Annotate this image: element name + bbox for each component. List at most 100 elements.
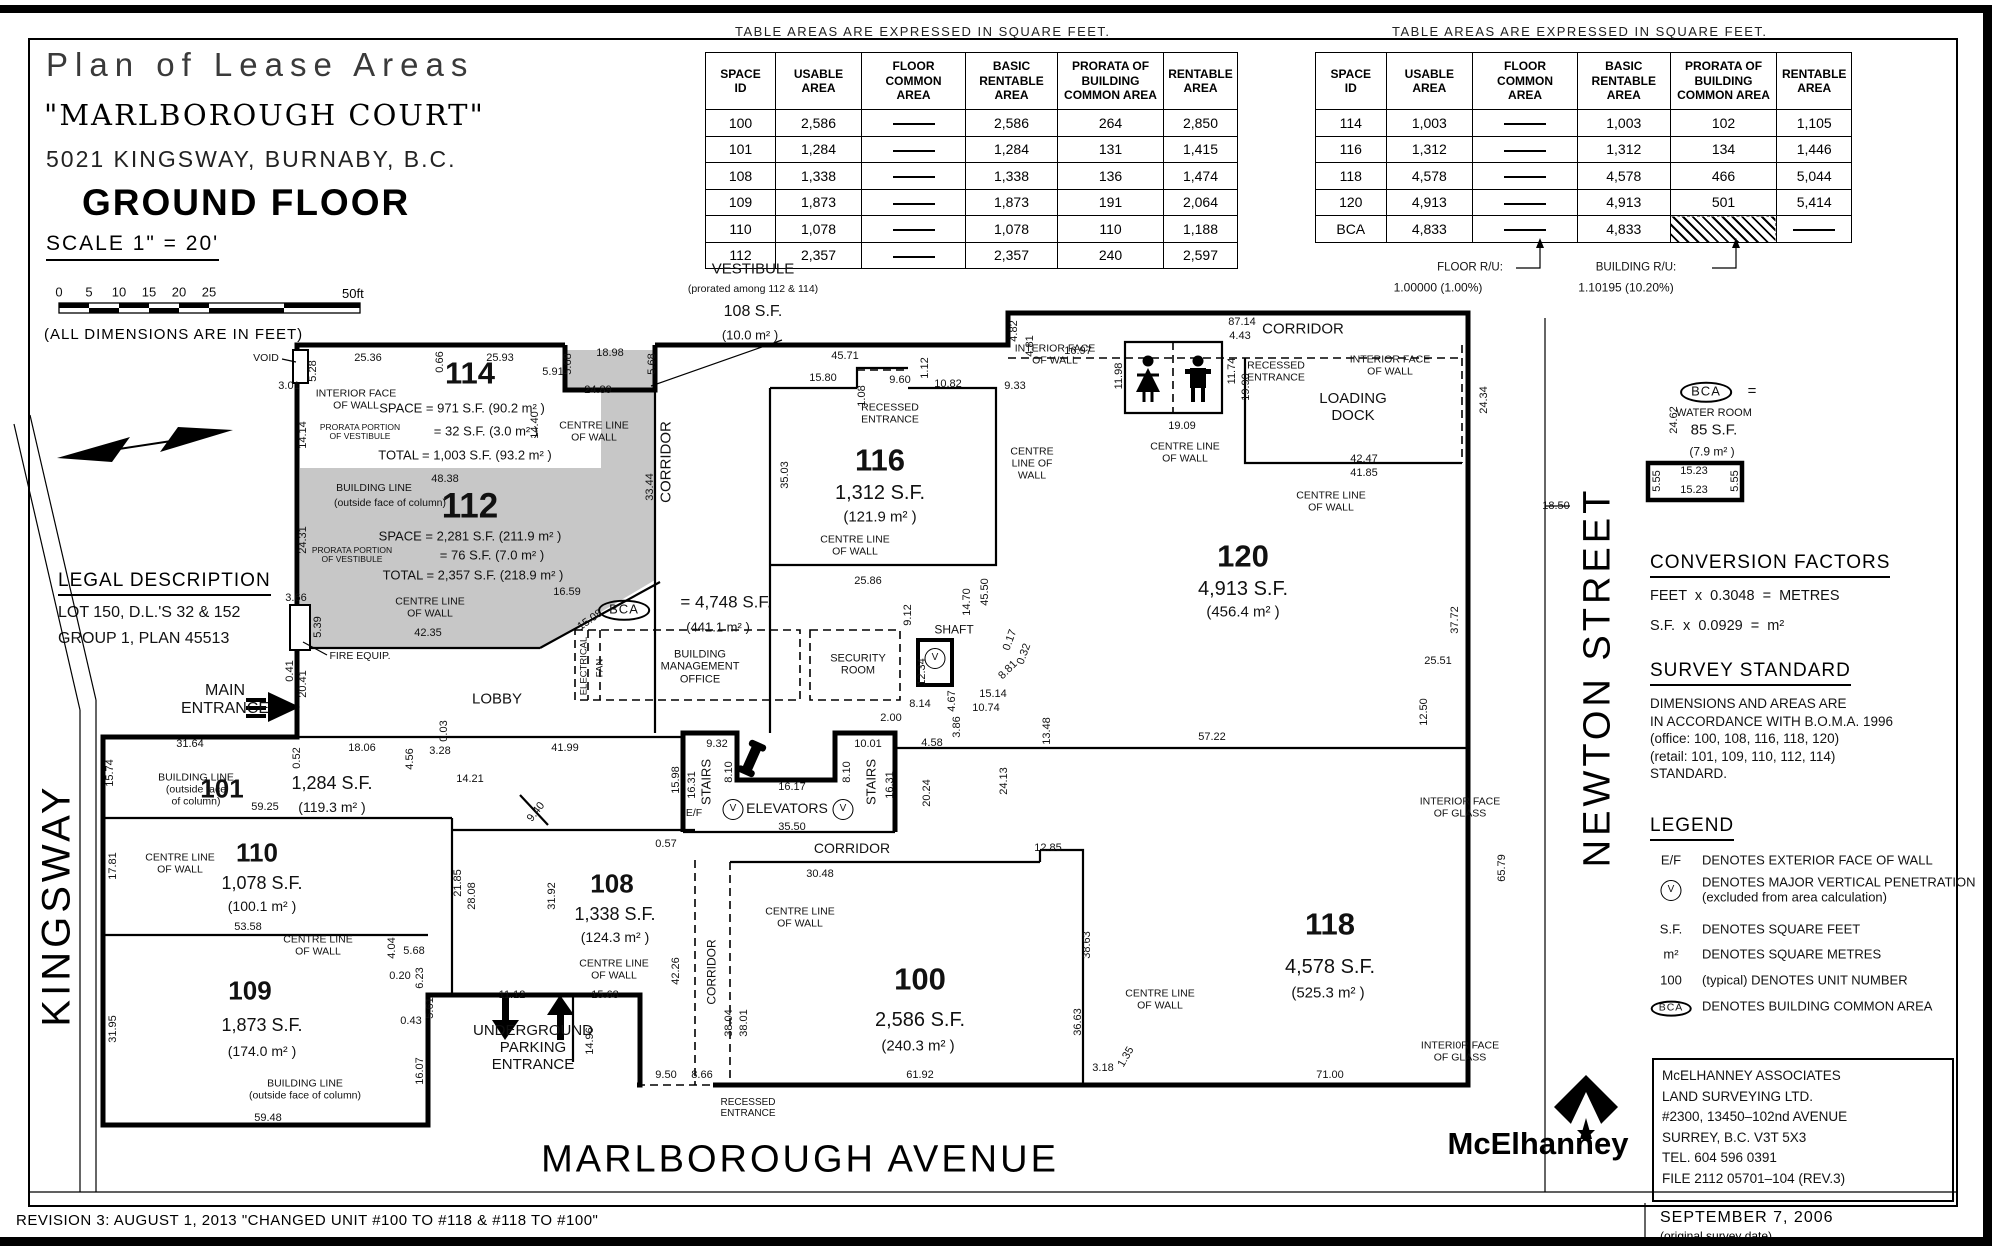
column-header: PRORATA OF BUILDING COMMON AREA xyxy=(1669,52,1778,110)
column-header: FLOOR COMMON AREA xyxy=(1472,52,1578,110)
dimension-label: 9.50 xyxy=(655,1069,677,1081)
legend-text: DENOTES BUILDING COMMON AREA xyxy=(1702,998,1933,1014)
dimension-label: 15.14 xyxy=(979,688,1007,700)
table-cell xyxy=(1669,215,1778,243)
table-cell xyxy=(1776,215,1852,243)
conversion-title: CONVERSION FACTORS xyxy=(1650,552,1891,578)
dimension-label: 1.08 xyxy=(856,385,868,407)
table-cell: 191 xyxy=(1057,188,1164,216)
table-cell: 109 xyxy=(705,188,776,216)
top-border xyxy=(0,5,1992,13)
dimension-label: 42.26 xyxy=(670,957,682,985)
dimension-label: 4.04 xyxy=(386,937,398,959)
plan-label: (174.0 m² ) xyxy=(227,1043,297,1060)
plan-label: 85 S.F. xyxy=(1690,421,1738,439)
plan-label: (10.0 m² ) xyxy=(721,327,779,343)
column-header: USABLE AREA xyxy=(775,52,862,110)
scale-tick-label: 10 xyxy=(111,284,127,300)
legend-text: DENOTES EXTERIOR FACE OF WALL xyxy=(1702,852,1933,868)
dimension-label: 14.14 xyxy=(297,421,309,449)
dimension-label: 25.86 xyxy=(854,575,882,587)
dimension-label: 13.48 xyxy=(1041,717,1053,745)
plan-label: (441.1 m² ) xyxy=(686,619,750,635)
table-cell: 5,044 xyxy=(1776,162,1852,190)
dimension-label: 16.17 xyxy=(778,781,806,793)
firm-wordmark: McElhanney xyxy=(1447,1126,1629,1161)
dimension-label: 41.85 xyxy=(1350,467,1378,479)
floor-ru-label: FLOOR R/U: xyxy=(1437,261,1503,274)
dimension-label: 4.67 xyxy=(946,690,958,712)
note-line: SURREY, B.C. V3T 5X3 xyxy=(1662,1129,1807,1145)
table-cell: 501 xyxy=(1669,188,1778,216)
dimension-label: 3.01 xyxy=(278,380,300,392)
dimension-label: 41.99 xyxy=(551,742,579,754)
plan-label: LOADING DOCK xyxy=(1319,390,1387,424)
plan-label: 112 xyxy=(441,486,499,526)
dimension-label: 9.32 xyxy=(706,738,728,750)
dimension-label: 10.01 xyxy=(854,738,882,750)
column-header: FLOOR COMMON AREA xyxy=(861,52,966,110)
dimension-label: 61.92 xyxy=(906,1069,934,1081)
table-cell: 240 xyxy=(1057,241,1164,269)
dimension-label: 4.56 xyxy=(404,748,416,770)
table-cell: 4,578 xyxy=(1576,162,1671,190)
column-header: PRORATA OF BUILDING COMMON AREA xyxy=(1057,52,1164,110)
table-cell: 4,913 xyxy=(1576,188,1671,216)
dimension-label: 12.50 xyxy=(1418,698,1430,726)
plan-label: INTERIOR FACE OF WALL xyxy=(1014,342,1096,366)
plan-label: WATER ROOM xyxy=(1676,406,1752,419)
plan-label: LOBBY xyxy=(471,690,523,708)
note-line: S.F. x 0.0929 = m² xyxy=(1650,618,1785,634)
note-line: GROUP 1, PLAN 45513 xyxy=(58,630,230,647)
table-cell: 1,873 xyxy=(965,188,1058,216)
dimension-label: 15.68 xyxy=(591,989,619,1001)
dimension-label: 2.00 xyxy=(880,712,902,724)
dimension-label: 5.55 xyxy=(1651,470,1663,492)
dimension-label: 8.14 xyxy=(909,698,931,710)
dimension-label: 35.50 xyxy=(778,821,806,833)
table-cell: 110 xyxy=(1057,215,1164,243)
dimension-label: 0.20 xyxy=(389,970,411,982)
dimension-label: 19.09 xyxy=(1168,420,1196,432)
plan-label: TOTAL = 1,003 S.F. (93.2 m² ) xyxy=(378,447,552,463)
table-cell: 110 xyxy=(705,215,776,243)
dimension-label: 24.34 xyxy=(1478,386,1490,414)
dimension-label: 37.72 xyxy=(1449,606,1461,634)
plan-label: (100.1 m² ) xyxy=(227,898,297,915)
plan-label: 120 xyxy=(1217,538,1269,574)
plan-label: E/F xyxy=(685,807,703,820)
table-cell: 1,312 xyxy=(1385,135,1474,163)
plan-label: CENTRE LINE OF WALL xyxy=(395,595,465,619)
plan-label: (outside face of column) xyxy=(333,497,447,510)
plan-label: CORRIDOR xyxy=(657,421,675,503)
plan-label: PRORATA PORTION xyxy=(319,422,401,433)
legend-symbol: E/F xyxy=(1660,852,1682,868)
street-kingsway: KINGSWAY xyxy=(34,783,79,1027)
dimension-label: 5.55 xyxy=(1729,470,1741,492)
plan-label: 1,078 S.F. xyxy=(221,872,303,893)
legend-title: LEGEND xyxy=(1650,815,1735,841)
dimension-label: 25.93 xyxy=(486,352,514,364)
legend-text: DENOTES SQUARE METRES xyxy=(1702,946,1882,962)
dimension-label: 3.28 xyxy=(429,745,451,757)
dimension-label: 19.90 xyxy=(1240,373,1252,401)
dimension-label: 4.58 xyxy=(921,737,943,749)
plan-label: CENTRE LINE OF WALL xyxy=(559,419,629,443)
plan-label: RECESSED ENTRANCE xyxy=(1247,359,1305,383)
plan-label: 109 xyxy=(228,975,272,1006)
note-line: DIMENSIONS AND AREAS ARE xyxy=(1650,696,1847,711)
legal-title: LEGAL DESCRIPTION xyxy=(58,570,271,596)
dimension-label: 38.63 xyxy=(1081,931,1093,959)
table-cell: 2,850 xyxy=(1163,109,1238,137)
plan-label: CENTRE LINE OF WALL xyxy=(820,533,890,557)
plan-label: VOID xyxy=(253,352,279,365)
scale-tick-label: 0 xyxy=(55,284,63,300)
dimension-label: 38.01 xyxy=(738,1009,750,1037)
dimension-label: 59.48 xyxy=(254,1112,282,1124)
plan-label: 1,338 S.F. xyxy=(574,903,656,924)
dimension-label: 24.31 xyxy=(297,526,309,554)
plan-label: 108 S.F. xyxy=(723,303,783,321)
note-line: STANDARD. xyxy=(1650,766,1728,781)
legend-text: DENOTES MAJOR VERTICAL PENETRATION (excl… xyxy=(1702,874,1976,904)
